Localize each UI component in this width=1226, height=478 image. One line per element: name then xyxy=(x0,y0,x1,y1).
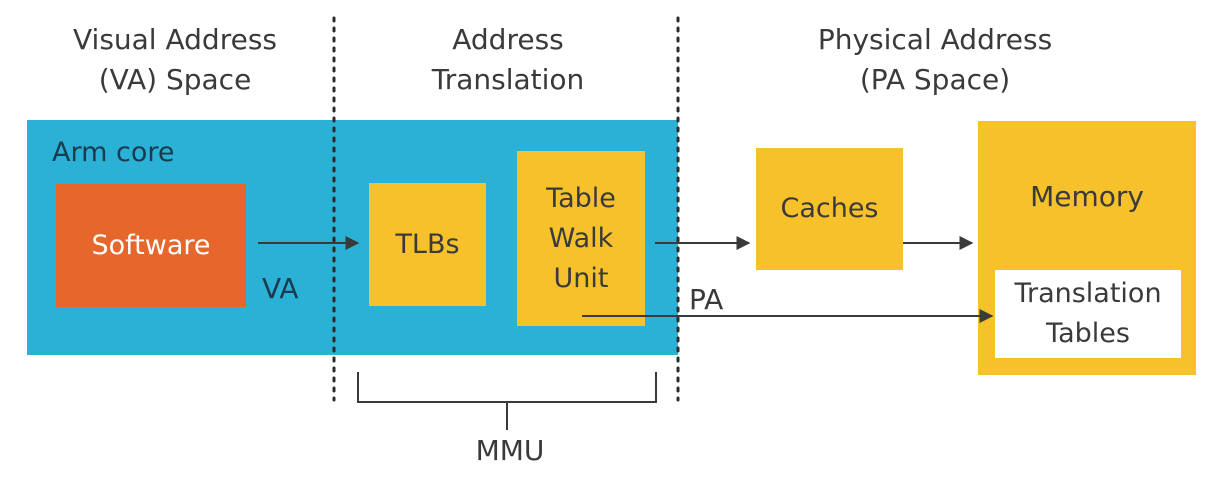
mmu-label: MMU xyxy=(475,434,545,467)
pa-space-header: Physical Address (PA Space) xyxy=(795,20,1075,100)
address-translation-header: Address Translation xyxy=(378,20,638,100)
tlbs-label: TLBs xyxy=(395,228,460,260)
va-space-header-line1: Visual Address xyxy=(73,23,277,56)
va-label: VA xyxy=(262,272,299,305)
tlbs-block: TLBs xyxy=(369,183,486,306)
table-walk-unit-label: Table Walk Unit xyxy=(546,182,616,294)
mmu-bracket xyxy=(357,372,657,430)
pa-space-header-line2: (PA Space) xyxy=(859,63,1011,96)
memory-label: Memory xyxy=(1030,180,1144,213)
caches-label: Caches xyxy=(780,193,879,224)
translation-tables-block: Translation Tables xyxy=(995,270,1181,358)
pa-space-header-line1: Physical Address xyxy=(817,23,1053,56)
caches-block: Caches xyxy=(756,148,903,270)
translation-tables-label: Translation Tables xyxy=(1014,278,1162,349)
table-walk-unit-block: Table Walk Unit xyxy=(517,151,645,326)
arm-core-label: Arm core xyxy=(52,137,175,168)
va-space-header-line2: (VA) Space xyxy=(98,63,252,96)
pa-label: PA xyxy=(689,283,724,316)
software-label: Software xyxy=(91,230,211,261)
address-translation-header-line1: Address xyxy=(452,23,564,56)
va-space-header: Visual Address (VA) Space xyxy=(40,20,310,100)
address-translation-header-line2: Translation xyxy=(431,63,585,96)
software-block: Software xyxy=(56,184,246,307)
